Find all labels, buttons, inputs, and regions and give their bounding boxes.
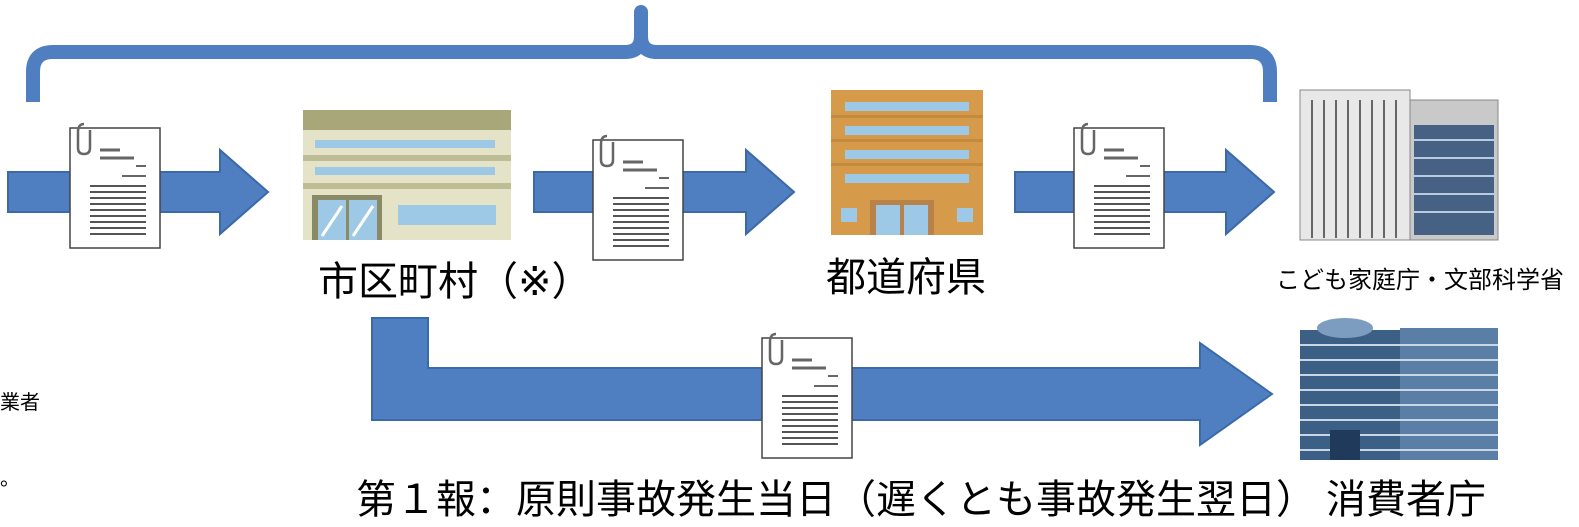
left-fragment-1: 業者 (0, 390, 40, 414)
document-icon (591, 134, 685, 262)
document-icon (68, 122, 162, 250)
prefectural-office-icon (831, 90, 983, 235)
first-report-label: 第１報：原則事故発生当日（遅くとも事故発生翌日） (356, 477, 1316, 523)
ministries-label: こども家庭庁・文部科学省 (1276, 266, 1564, 294)
document-icon (1072, 122, 1166, 250)
consumer-agency-building-icon (1300, 318, 1498, 460)
municipality-label: 市区町村（※） (318, 259, 592, 305)
prefecture-label: 都道府県 (826, 255, 986, 301)
municipal-office-icon (303, 110, 511, 240)
bracket (26, 5, 1277, 102)
consumer-agency-label: 消費者庁 (1326, 477, 1486, 523)
ministry-building-icon (1299, 89, 1499, 241)
document-icon (760, 332, 854, 460)
left-fragment-2: 。 (0, 466, 20, 490)
